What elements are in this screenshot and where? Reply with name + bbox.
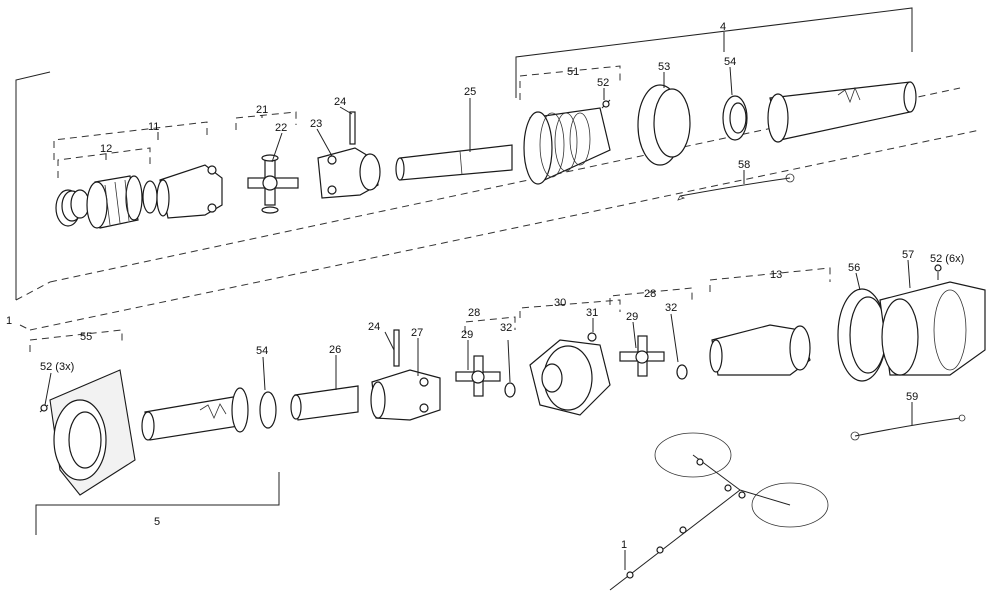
label-54-bottom: 54 [256, 345, 268, 357]
part-56-bearing-ring [837, 288, 887, 382]
part-59-chain [850, 414, 966, 441]
label-11: 11 [148, 121, 159, 133]
label-28-b: 28 [644, 288, 656, 300]
label-52-6x: 52 (6x) [930, 253, 964, 265]
label-4: 4 [720, 21, 726, 33]
label-32-b: 32 [665, 302, 677, 314]
part-55-guard-cone-bottom [49, 369, 136, 496]
label-1-left: 1 [6, 315, 12, 327]
label-24-bottom: 24 [368, 321, 380, 333]
outer-guard-tube-top [767, 81, 917, 143]
label-25: 25 [464, 86, 476, 98]
label-59: 59 [906, 391, 918, 403]
part-52-screw-right [934, 264, 942, 280]
part-24-pin-top [349, 111, 356, 145]
label-28-a: 28 [468, 307, 480, 319]
part-53-bearing-ring [637, 84, 691, 166]
part-54-ring-top [722, 95, 748, 141]
label-32-a: 32 [500, 322, 512, 334]
part-29-cross-journal-b [619, 335, 665, 377]
part-58-chain [677, 173, 795, 201]
part-11-bearing-housing [86, 175, 158, 229]
part-12-seal-rings [55, 189, 90, 227]
label-54-top: 54 [724, 56, 736, 68]
label-24-top: 24 [334, 96, 346, 108]
bracket-4 [515, 7, 913, 98]
part-29-cross-journal-a [455, 355, 501, 397]
label-52-3x: 52 (3x) [40, 361, 74, 373]
part-30-cv-housing [529, 339, 611, 416]
overview-driveshaft [609, 432, 829, 591]
part-31-grease-nipple [587, 332, 597, 342]
label-13: 13 [770, 269, 782, 281]
label-53: 53 [658, 61, 670, 73]
part-25-inner-tube [395, 144, 513, 181]
yoke-top-left [156, 164, 223, 219]
label-29-a: 29 [461, 329, 473, 341]
label-1-top: 1 [621, 539, 627, 551]
label-30: 30 [554, 297, 566, 309]
label-27: 27 [411, 327, 423, 339]
part-23-yoke [317, 147, 381, 199]
part-52-screw-bottom-left [39, 404, 49, 413]
part-26-outer-tube [290, 385, 359, 421]
part-52-screw-top [601, 99, 611, 109]
label-29-b: 29 [626, 311, 638, 323]
part-27-yoke [370, 369, 441, 421]
label-23: 23 [310, 118, 322, 130]
top-assembly-bracket [15, 71, 981, 331]
part-54-ring-bottom [259, 391, 277, 429]
part-labels: 4 11 12 21 22 23 24 25 51 52 53 54 58 1 … [6, 21, 964, 551]
label-51: 51 [567, 66, 579, 78]
label-26: 26 [329, 344, 341, 356]
label-21: 21 [256, 104, 268, 116]
label-5: 5 [154, 516, 160, 528]
leader-lines [44, 32, 913, 570]
subassembly-brackets-top [53, 65, 621, 178]
label-58: 58 [738, 159, 750, 171]
label-55: 55 [80, 331, 92, 343]
label-12: 12 [100, 143, 112, 155]
subassembly-brackets-bottom [29, 267, 831, 352]
part-13-bearing-yoke [709, 324, 811, 376]
label-31: 31 [586, 307, 598, 319]
part-51-guard-cone [523, 107, 611, 185]
part-32-circlip-a [504, 382, 516, 398]
part-57-guard-cone-right [879, 281, 986, 376]
part-22-cross-journal [247, 154, 299, 214]
bracket-5 [35, 472, 280, 535]
label-57: 57 [902, 249, 914, 261]
label-52-top: 52 [597, 77, 609, 89]
label-22: 22 [275, 122, 287, 134]
part-24-pin-bottom [393, 329, 400, 367]
part-32-circlip-b [676, 364, 688, 380]
label-56: 56 [848, 262, 860, 274]
outer-guard-tube-bottom [141, 387, 249, 441]
